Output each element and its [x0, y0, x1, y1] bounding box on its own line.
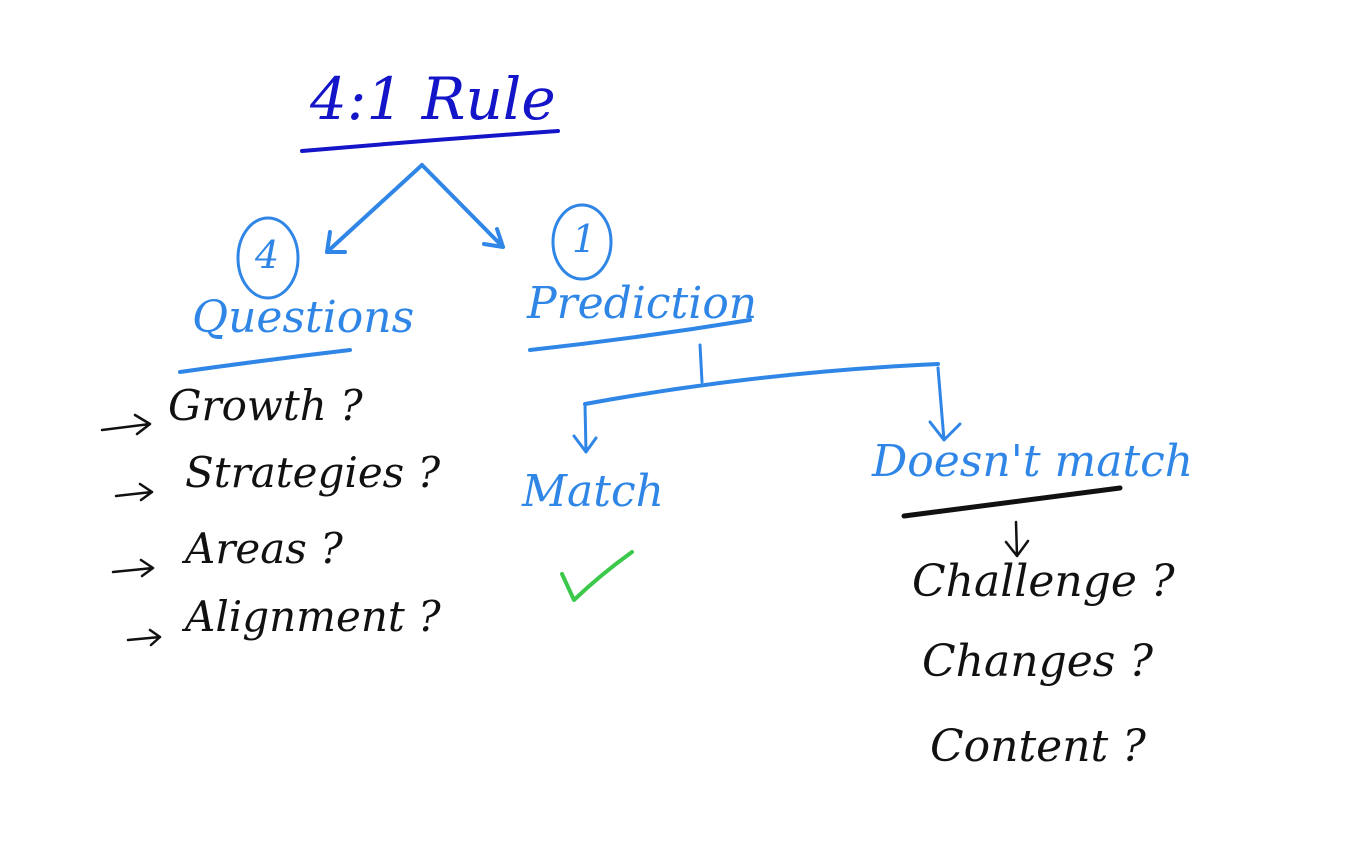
- prediction-underline: [528, 318, 752, 352]
- question-item-alignment: Alignment ?: [185, 592, 441, 641]
- arrow-to-challenge: [1004, 520, 1030, 558]
- questions-underline: [178, 348, 352, 374]
- arrow-item-3: [111, 558, 155, 578]
- count-circle-1: [551, 203, 613, 281]
- check-mark: [560, 550, 634, 602]
- no-match-label: Doesn't match: [872, 436, 1194, 487]
- arrow-item-4: [126, 628, 162, 647]
- arrow-to-match: [572, 402, 598, 454]
- arrow-item-1: [100, 413, 152, 436]
- arrow-to-questions: [325, 163, 424, 254]
- question-item-strategies: Strategies ?: [185, 448, 441, 497]
- no-match-underline: [901, 485, 1123, 519]
- page-title: 4:1 Rule: [310, 65, 556, 133]
- arrow-to-prediction: [420, 163, 505, 249]
- prediction-count: 1: [572, 217, 597, 261]
- prediction-heading: Prediction: [527, 278, 758, 329]
- count-circle-4: [236, 216, 300, 300]
- no-match-item-content: Content ?: [930, 721, 1146, 772]
- match-label: Match: [522, 466, 664, 517]
- prediction-branch-line: [583, 362, 940, 406]
- no-match-item-changes: Changes ?: [922, 636, 1153, 687]
- arrow-item-2: [114, 482, 154, 502]
- questions-count: 4: [255, 233, 280, 277]
- question-item-growth: Growth ?: [168, 381, 363, 430]
- title-underline: [300, 129, 560, 153]
- questions-heading: Questions: [192, 292, 415, 343]
- prediction-stem: [698, 343, 704, 384]
- question-item-areas: Areas ?: [185, 524, 343, 573]
- no-match-item-challenge: Challenge ?: [912, 556, 1175, 607]
- arrow-to-no-match: [928, 366, 962, 442]
